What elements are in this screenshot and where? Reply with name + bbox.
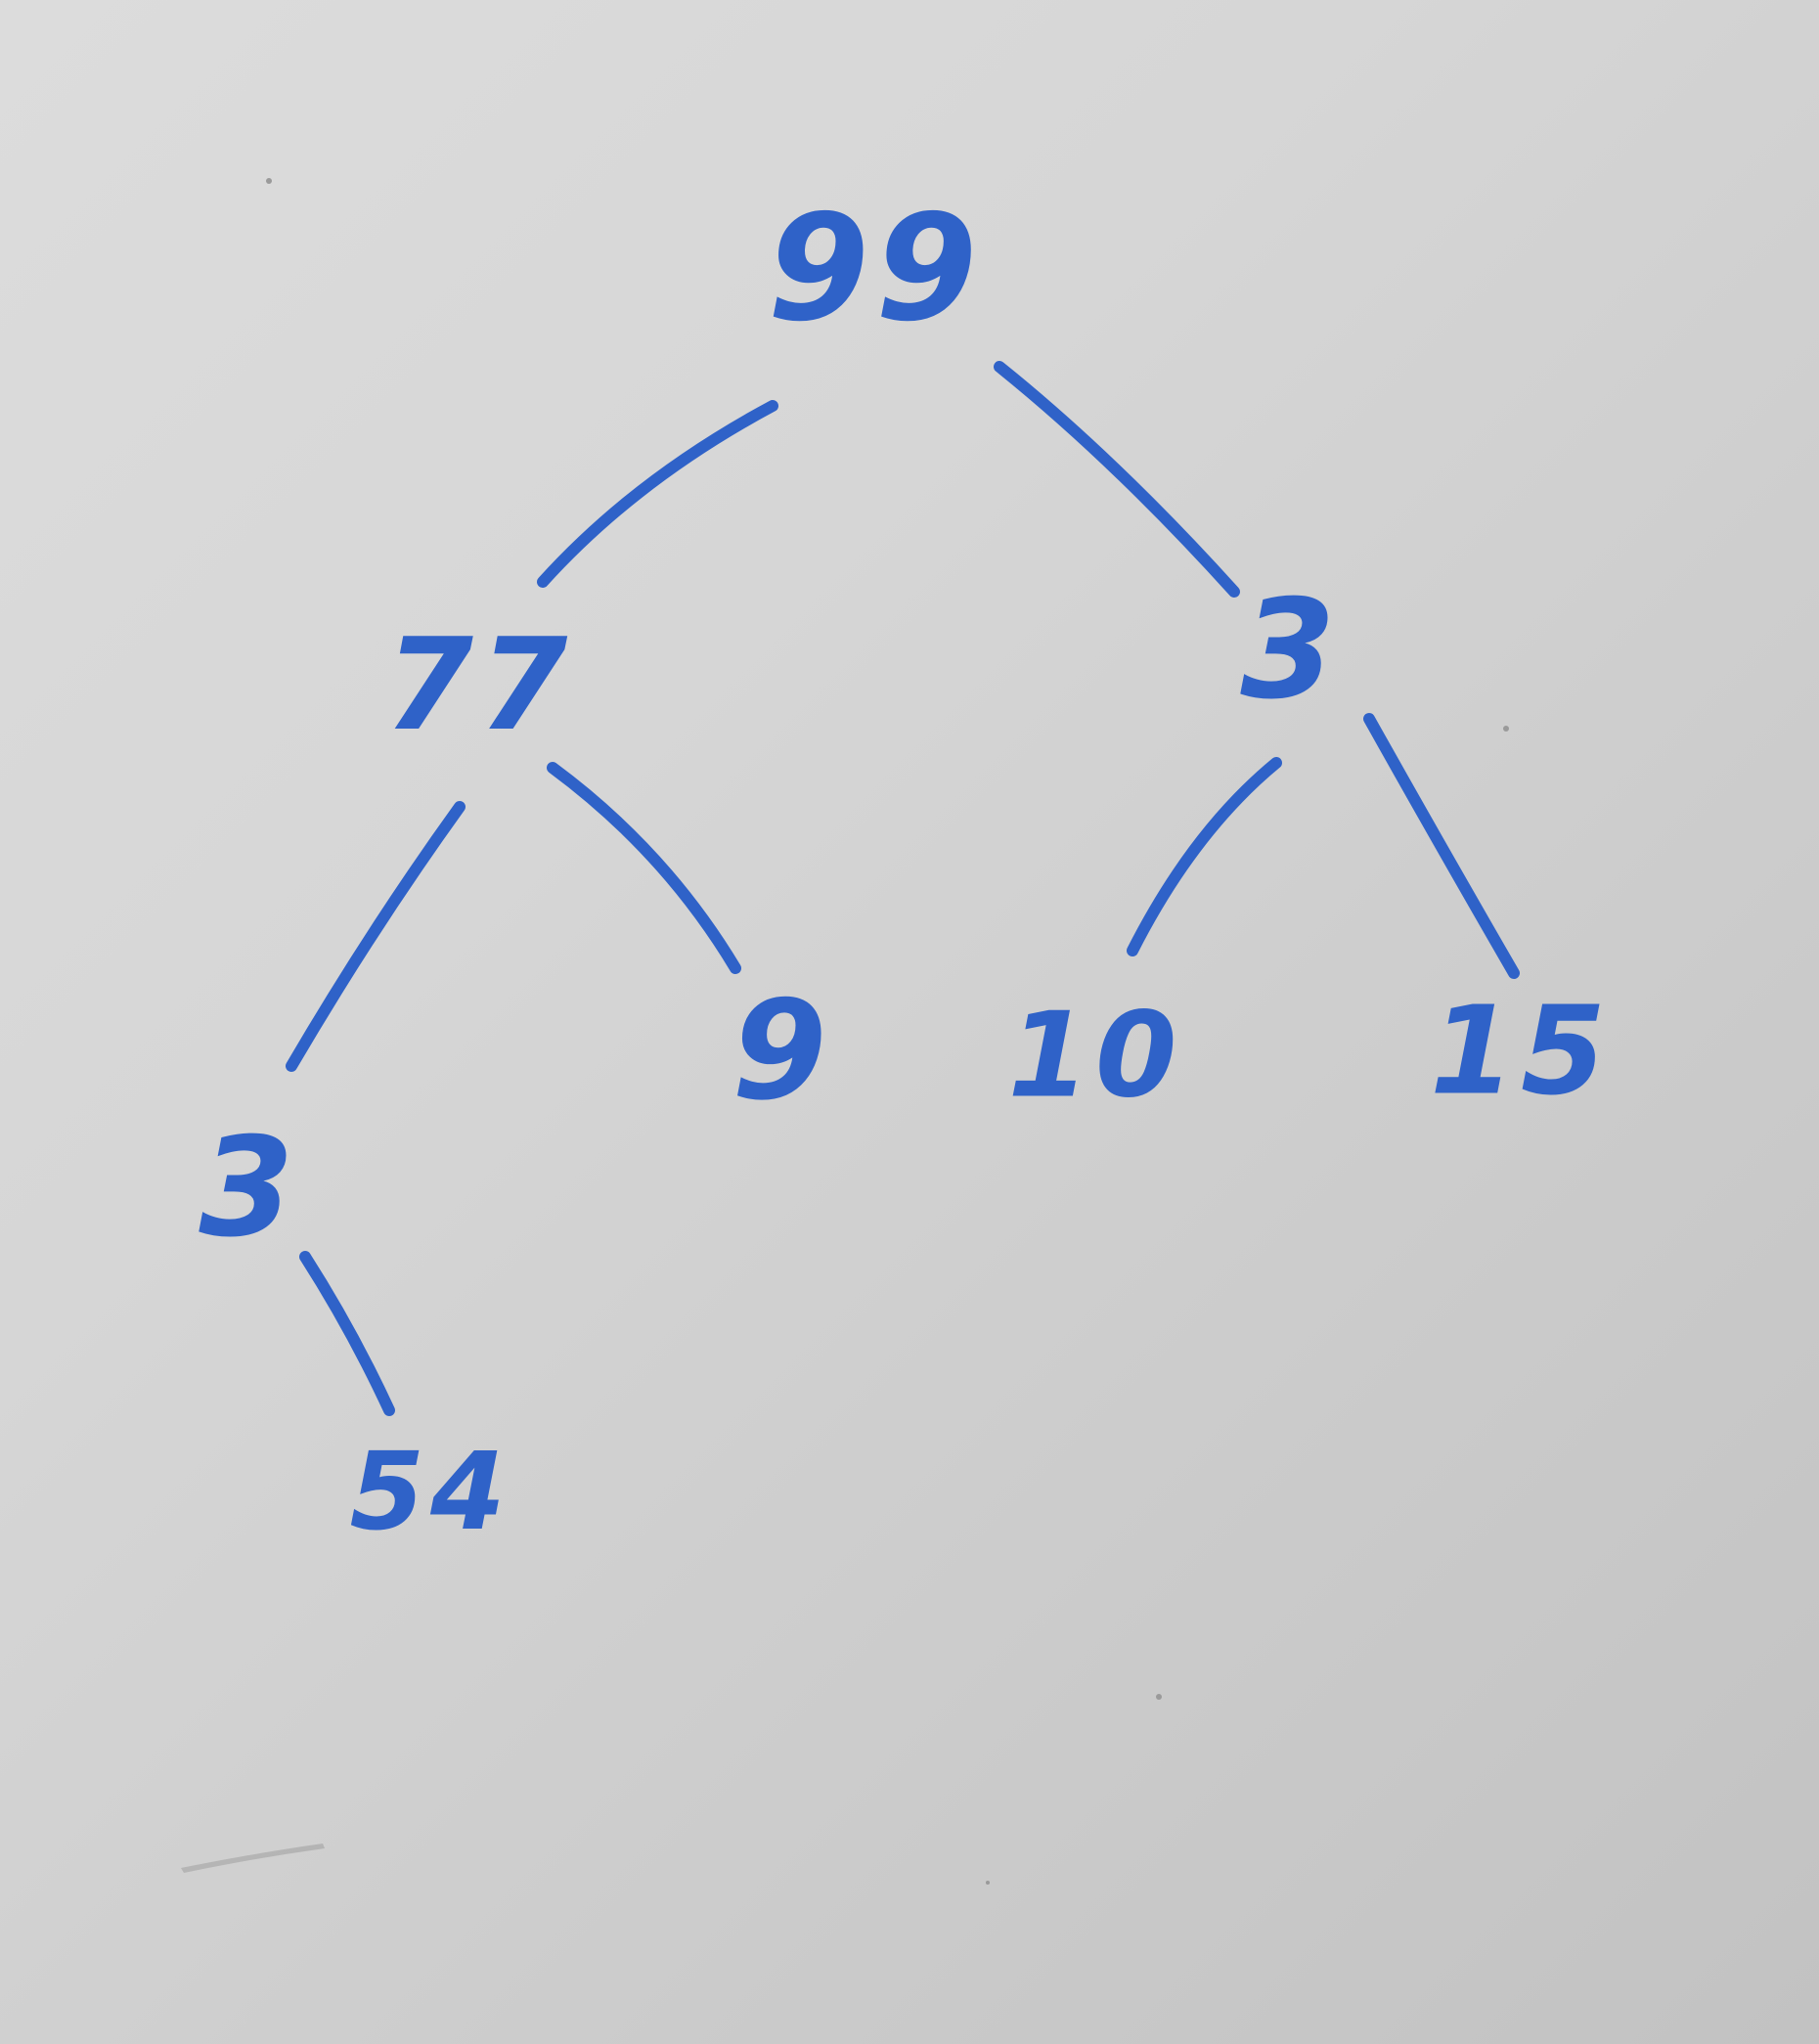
tree-node-n10: 10 — [1008, 989, 1183, 1125]
tree-node-n99: 99 — [768, 184, 984, 354]
edge-n3l-n54 — [299, 1251, 395, 1416]
tree-node-n15: 15 — [1430, 981, 1612, 1123]
edge-n3r-n15 — [1363, 713, 1520, 979]
edge-n99-n77 — [537, 400, 778, 588]
tree-node-n9: 9 — [732, 972, 832, 1132]
tree-node-n3r: 3 — [1240, 571, 1341, 731]
edge-n99-n3r — [994, 361, 1240, 598]
tree-node-n3l: 3 — [199, 1109, 299, 1268]
edge-n77-n3l — [286, 801, 466, 1072]
tree-node-n54: 54 — [349, 1429, 510, 1554]
edge-n3r-n10 — [1127, 757, 1282, 956]
tree-node-n77: 77 — [385, 610, 574, 759]
nodes-layer: 99 77 3 3 9 10 15 54 — [199, 184, 1612, 1554]
edge-n77-n9 — [547, 762, 741, 974]
board-smudges — [181, 178, 1509, 1885]
edges-layer — [286, 361, 1520, 1416]
